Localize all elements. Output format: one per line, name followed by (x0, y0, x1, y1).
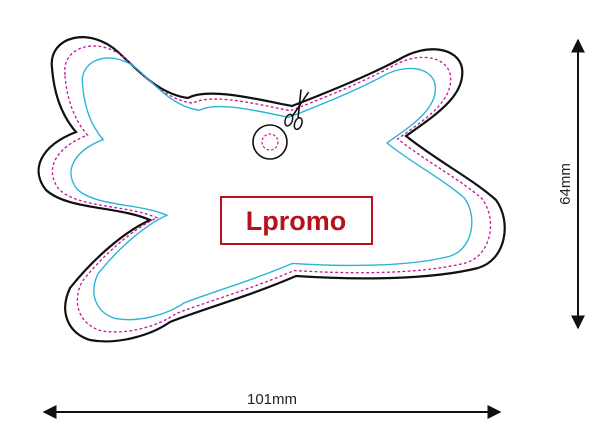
height-dimension-label: 64mm (557, 163, 574, 205)
width-dimension-label: 101mm (247, 391, 297, 408)
hang-hole-inner (261, 133, 279, 151)
logo-text: Lpromo (246, 206, 347, 236)
safety-line-outline (51, 45, 492, 333)
logo-box (220, 196, 373, 245)
scissors-icon (284, 89, 310, 131)
hang-hole (252, 124, 288, 160)
